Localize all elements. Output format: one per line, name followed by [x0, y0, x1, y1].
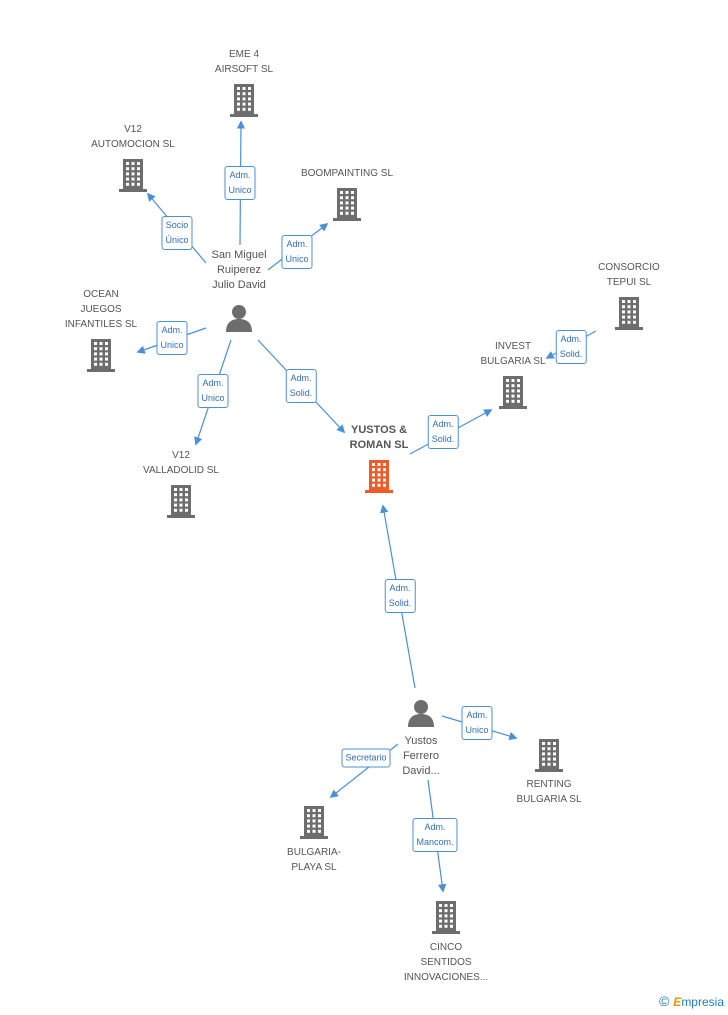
relation-label-line: Adm.: [202, 378, 224, 388]
person-name-line: Yustos: [404, 735, 438, 747]
relation-label-line: Adm.: [466, 710, 488, 720]
relation-label-line: Unico: [228, 185, 252, 195]
company-name-line: BULGARIA SL: [516, 794, 582, 805]
company-building-icon[interactable]: [331, 188, 363, 227]
person-icon[interactable]: [224, 304, 254, 337]
company-building-icon[interactable]: [430, 901, 462, 940]
company-building-icon[interactable]: [497, 376, 529, 415]
company-name-line: INNOVACIONES...: [403, 972, 489, 983]
copyright-symbol: ©: [658, 993, 670, 1009]
company-name-yustosroman[interactable]: YUSTOS & ROMAN SL: [350, 423, 409, 453]
relation-label-line: Solid.: [559, 349, 583, 359]
relation-label-line: Unico: [201, 393, 225, 403]
company-name-eme4[interactable]: EME 4 AIRSOFT SL: [215, 47, 273, 77]
relation-label-line: Solid.: [289, 388, 313, 398]
relation-label-line: Solid.: [431, 434, 455, 444]
company-building-icon[interactable]: [85, 339, 117, 378]
company-name-line: CINCO: [429, 942, 463, 953]
company-name-ocean[interactable]: OCEAN JUEGOS INFANTILES SL: [65, 287, 137, 332]
company-name-line: AIRSOFT SL: [214, 64, 274, 75]
company-name-line: PLAYA SL: [291, 862, 337, 873]
relation-label-line: Adm.: [286, 239, 308, 249]
company-name-boompainting[interactable]: BOOMPAINTING SL: [301, 166, 393, 181]
relation-label-line: Solid.: [388, 598, 412, 608]
company-name-line: V12: [172, 450, 190, 461]
company-name-invest[interactable]: INVEST BULGARIA SL: [480, 339, 545, 369]
relation-badge-r11[interactable]: Secretario: [341, 748, 391, 768]
relation-badge-r9[interactable]: Adm. Solid.: [384, 579, 416, 613]
company-name-line: VALLADOLID SL: [143, 465, 219, 476]
relation-badge-r4[interactable]: Adm. Unico: [156, 321, 188, 355]
company-building-icon[interactable]: [117, 159, 149, 198]
relation-badge-r7[interactable]: Adm. Solid.: [427, 415, 459, 449]
relation-label-line: Unico: [160, 340, 184, 350]
company-building-icon[interactable]: [613, 297, 645, 336]
relation-badge-r12[interactable]: Adm. Mancom.: [412, 818, 458, 852]
relation-badge-r8[interactable]: Adm. Solid.: [555, 330, 587, 364]
relation-label-line: Adm.: [229, 170, 251, 180]
relation-label-line: Adm.: [389, 583, 411, 593]
company-building-icon[interactable]: [298, 806, 330, 845]
relation-label-line: Socio: [165, 220, 189, 230]
company-name-line: TEPUI SL: [606, 277, 652, 288]
company-name-line: CONSORCIO: [598, 262, 660, 273]
brand-name: mpresia: [681, 995, 724, 1009]
company-name-line: ROMAN SL: [349, 439, 409, 451]
person-name-line: Julio David: [212, 279, 266, 291]
company-name-bulgariaplaya[interactable]: BULGARIA- PLAYA SL: [287, 845, 341, 875]
relation-badge-r5[interactable]: Adm. Unico: [197, 374, 229, 408]
company-name-cinco[interactable]: CINCO SENTIDOS INNOVACIONES...: [404, 940, 488, 985]
company-name-consorcio[interactable]: CONSORCIO TEPUI SL: [598, 260, 660, 290]
company-building-icon[interactable]: [228, 84, 260, 123]
empresia-watermark: ©Empresia: [659, 993, 724, 1009]
relation-badge-r3[interactable]: Adm. Unico: [281, 235, 313, 269]
company-building-icon[interactable]: [533, 739, 565, 778]
relation-label-line: Adm.: [424, 822, 446, 832]
relation-label-line: Secretario: [345, 752, 387, 763]
person-icon[interactable]: [406, 699, 436, 732]
relation-badge-r6[interactable]: Adm. Solid.: [285, 369, 317, 403]
relation-label-line: Adm.: [290, 373, 312, 383]
brand-initial: E: [673, 995, 682, 1009]
relation-label-line: Adm.: [161, 325, 183, 335]
company-name-renting[interactable]: RENTING BULGARIA SL: [516, 777, 581, 807]
company-name-line: JUEGOS: [80, 304, 122, 315]
company-name-line: BOOMPAINTING SL: [300, 168, 394, 179]
company-name-line: AUTOMOCION SL: [91, 139, 175, 150]
relation-badge-r1[interactable]: Adm. Unico: [224, 166, 256, 200]
relation-label-line: Adm.: [432, 419, 454, 429]
company-name-line: RENTING: [526, 779, 572, 790]
company-name-line: EME 4: [228, 49, 260, 60]
relation-label-line: Único: [165, 235, 189, 245]
company-building-icon[interactable]: [165, 485, 197, 524]
company-name-line: V12: [124, 124, 142, 135]
relation-label-line: Unico: [465, 725, 489, 735]
company-name-line: BULGARIA-: [287, 847, 341, 858]
person-name-line: Ferrero: [402, 750, 440, 762]
person-name-line: David...: [402, 765, 440, 777]
relation-label-line: Adm.: [560, 334, 582, 344]
company-name-line: OCEAN: [83, 289, 119, 300]
company-building-icon[interactable]: [363, 460, 395, 499]
relation-label-line: Mancom.: [416, 837, 454, 847]
company-name-line: INVEST: [494, 341, 532, 352]
company-name-line: SENTIDOS: [420, 957, 472, 968]
person-name-line: San Miguel: [211, 249, 267, 261]
company-name-line: YUSTOS &: [350, 424, 408, 436]
relation-badge-r10[interactable]: Adm. Unico: [461, 706, 493, 740]
relation-label-line: Unico: [285, 254, 309, 264]
person-name-line: Ruiperez: [216, 264, 262, 276]
company-name-line: INFANTILES SL: [64, 319, 138, 330]
company-name-line: BULGARIA SL: [480, 356, 546, 367]
